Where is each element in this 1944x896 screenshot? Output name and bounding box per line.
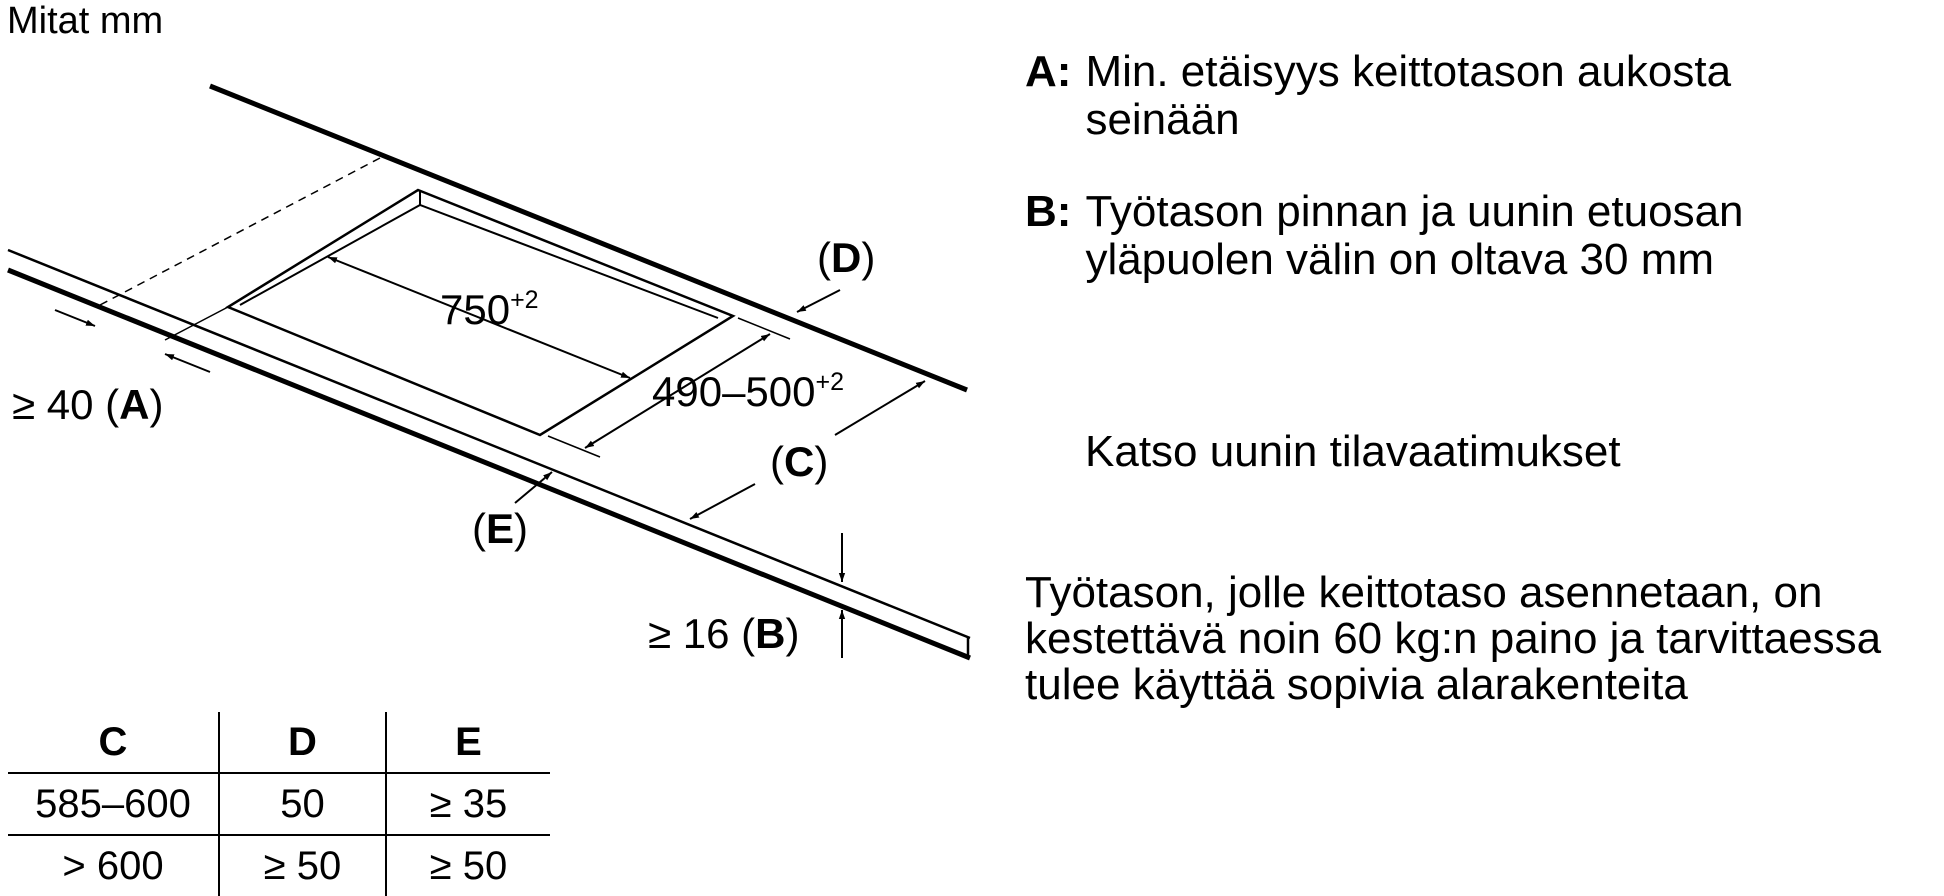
- e-arrow: [514, 471, 553, 504]
- worktop-front-top-edge: [7, 248, 971, 640]
- table-cell: ≥ 50: [429, 843, 508, 888]
- worktop-back-edge: [209, 83, 968, 393]
- table-cell: ≥ 35: [386, 773, 550, 836]
- table-cell: 585–600: [8, 773, 220, 836]
- b-dimension-label: ≥ 16 (B): [648, 610, 799, 657]
- c-arrow-upper: [834, 380, 926, 436]
- worktop-back-edge-dashed: [99, 157, 381, 306]
- table-cell: ≥ 50: [219, 835, 387, 896]
- legend-text: Työtason pinnan ja uunin etuosan yläpuol…: [1085, 187, 1744, 284]
- legend-key: A:: [1025, 47, 1072, 96]
- worktop-load-note: Työtason, jolle keittotaso asennetaan, o…: [1025, 568, 1882, 709]
- width-dimension-label: 750+2: [440, 286, 539, 333]
- depth-extension-front: [547, 435, 601, 458]
- d-arrow: [796, 289, 841, 313]
- c-label: (C): [770, 438, 828, 485]
- legend-key: B:: [1025, 187, 1072, 236]
- table-cell: 50: [219, 773, 387, 836]
- legend-text: Min. etäisyys keittotason aukosta seinää…: [1085, 47, 1732, 144]
- depth-extension-back: [737, 317, 791, 340]
- table-header-c: C: [8, 712, 220, 774]
- depth-dimension-label: 490–500+2: [652, 368, 844, 415]
- legend-item-a: A: Min. etäisyys keittotason aukosta sei…: [1025, 48, 1845, 144]
- legend-item-b: B: Työtason pinnan ja uunin etuosan yläp…: [1025, 188, 1845, 284]
- a-dimension-label: ≥ 40 (A): [12, 381, 163, 428]
- table-row: > 600 ≥ 50 ≥ 50: [8, 835, 550, 896]
- e-label: (E): [472, 505, 528, 552]
- table-cell: > 600: [8, 835, 220, 896]
- a-arrow-upper: [54, 309, 96, 327]
- table-header-row: C D E: [8, 712, 550, 774]
- c-arrow-lower: [689, 483, 756, 520]
- table-row: 585–600 50 ≥ 35: [8, 773, 550, 836]
- table-header-d: D: [219, 712, 387, 774]
- d-label: (D): [817, 234, 875, 281]
- width-dimension-arrow: [327, 256, 631, 379]
- a-arrow-lower: [164, 353, 211, 373]
- dimensions-table: C D E 585–600 50 ≥ 35 > 600 ≥ 50 ≥ 50: [8, 712, 550, 896]
- worktop-front-bottom-edge: [7, 267, 971, 661]
- units-label: Mitat mm: [7, 0, 164, 42]
- a-extension: [164, 306, 229, 341]
- oven-requirements-note: Katso uunin tilavaatimukset: [1085, 427, 1621, 476]
- depth-dimension-arrow: [584, 333, 771, 449]
- table-header-e: E: [386, 712, 550, 774]
